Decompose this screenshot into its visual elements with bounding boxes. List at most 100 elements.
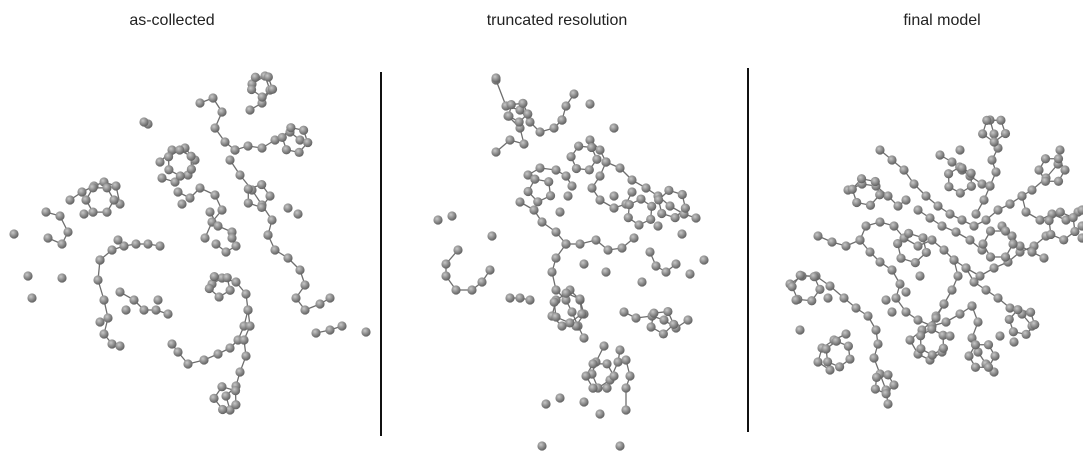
atom-sphere [1005,199,1015,209]
atom-sphere [823,357,833,367]
atom-sphere [557,321,567,331]
atom-sphere [222,273,232,283]
atom-sphere [1046,229,1056,240]
atom-sphere [1070,226,1080,237]
atom-sphere [585,135,595,145]
atom-sphere [970,362,981,372]
atom-sphere [579,333,589,343]
atom-sphere [505,293,515,303]
atom-sphere [210,123,220,133]
atom-sphere [869,353,879,363]
atom-sphere [1008,327,1018,337]
atom-sphere [971,209,981,219]
atom-sphere [561,288,571,298]
atom-sphere [981,285,991,295]
atom-sphere [561,239,571,249]
atom-sphere [921,247,931,258]
atom-sphere [257,202,267,213]
atom-sphere [935,150,945,160]
atom-sphere [825,365,835,375]
panel-title-final-model: final model [903,12,981,29]
atom-sphere [204,283,214,294]
atom-sphere [595,195,605,205]
atom-sphere [210,190,220,200]
atom-sphere [883,370,893,380]
atom-sphere [143,239,153,249]
atom-sphere [990,351,1000,361]
atom-sphere [889,221,899,231]
atom-sphere [588,359,598,369]
atom-sphere [177,199,187,209]
atom-sphere [969,221,979,231]
atom-sphere [267,84,278,94]
atom-sphere [1053,176,1064,186]
atom-sphere [871,325,881,335]
atom-sphere [103,313,113,323]
atom-sphere [291,293,301,303]
atom-sphere [102,183,112,193]
atom-sphere [581,371,591,381]
atom-sphere [230,386,241,396]
atom-sphere [938,330,948,340]
atom-sphere [361,327,371,337]
atom-sphere [151,305,161,315]
atom-sphere [664,185,674,195]
atom-sphere [551,227,561,237]
atom-sphere [1000,252,1011,262]
atom-sphere [889,380,899,390]
atom-sphere [955,145,965,155]
atom-sphere [79,209,89,219]
atom-sphere [447,211,457,221]
atom-sphere [555,207,565,217]
atom-sphere [315,299,325,309]
atom-sphere [881,389,891,399]
atom-sphere [225,155,235,165]
atom-sphere [139,117,149,127]
atom-sphere [966,168,976,178]
panel-title-as-collected: as-collected [129,12,215,29]
atom-sphere [887,307,897,317]
atom-sphere [609,371,619,381]
atom-sphere [205,207,215,217]
atom-sphere [795,325,805,335]
atom-sphere [843,341,853,351]
atom-sphere [245,105,255,115]
atom-sphere [985,252,996,262]
atom-sphere [677,229,687,239]
atom-sphere [901,307,911,317]
atom-sphere [955,309,965,319]
atom-sphere [433,215,443,225]
atom-sphere [961,263,971,273]
atom-sphere [209,393,219,403]
panel-title-truncated-resolution: truncated resolution [486,12,628,29]
atom-sphere [965,235,975,245]
atom-sphere [217,205,227,215]
atom-sphere [270,135,280,145]
atom-sphere [561,101,571,111]
atom-sphere [823,293,833,303]
atom-sphere [602,383,612,393]
atom-sphere [545,191,556,201]
atom-sphere [487,231,497,241]
atom-sphere [841,329,851,339]
atom-sphere [102,207,112,217]
atom-sphere [325,325,335,335]
atom-sphere [601,157,611,167]
atom-sphere [871,372,882,382]
atom-sphere [973,347,983,357]
atom-sphere [791,295,801,305]
atom-sphere [525,117,535,127]
atom-sphere [491,73,501,83]
atom-sphere [515,197,525,207]
atom-sphere [839,293,849,303]
atom-sphere [647,201,657,211]
atom-sphere [93,275,103,285]
atom-sphere [544,177,554,187]
atom-sphere [595,409,605,419]
atom-sphere [537,217,547,227]
atom-sphere [1053,154,1064,164]
atom-sphere [231,241,241,251]
atom-sphere [107,339,117,349]
